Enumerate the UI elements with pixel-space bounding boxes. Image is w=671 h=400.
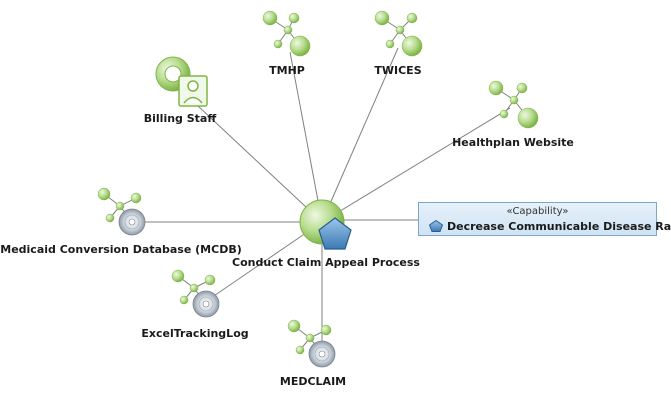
mcdb-database-icon[interactable] (97, 187, 146, 236)
edge-billing-staff (182, 91, 323, 223)
billing-staff-actor-icon[interactable] (155, 56, 208, 107)
twices-molecule-icon[interactable] (374, 10, 423, 57)
excel-tracking-log-database-icon[interactable] (171, 269, 220, 318)
capability-stereotype: «Capability» (506, 206, 569, 217)
tmhp-label: TMHP (269, 64, 305, 77)
twices-label: TWICES (374, 64, 422, 77)
edge-tmhp (289, 51, 323, 223)
tmhp-molecule-icon[interactable] (262, 10, 311, 57)
edge-excel (204, 221, 323, 303)
center-process-icon[interactable] (299, 199, 352, 250)
edge-twices (321, 47, 399, 223)
medclaim-database-icon[interactable] (287, 319, 336, 368)
center-process-label: Conduct Claim Appeal Process (232, 256, 420, 269)
excel-tracking-log-label: ExcelTrackingLog (141, 327, 249, 340)
edges (132, 47, 511, 352)
medclaim-label: MEDCLAIM (279, 375, 347, 388)
edge-healthplan (321, 107, 511, 223)
capability-label: Decrease Communicable Disease Rates (447, 220, 671, 233)
mcdb-label: Medicaid Conversion Database (MCDB) (0, 243, 242, 256)
capability-node[interactable]: «Capability» Decrease Communicable Disea… (418, 202, 671, 236)
capability-pentagon-icon (429, 220, 443, 232)
healthplan-website-label: Healthplan Website (452, 136, 574, 149)
healthplan-website-molecule-icon[interactable] (488, 80, 539, 129)
billing-staff-label: Billing Staff (143, 112, 217, 125)
